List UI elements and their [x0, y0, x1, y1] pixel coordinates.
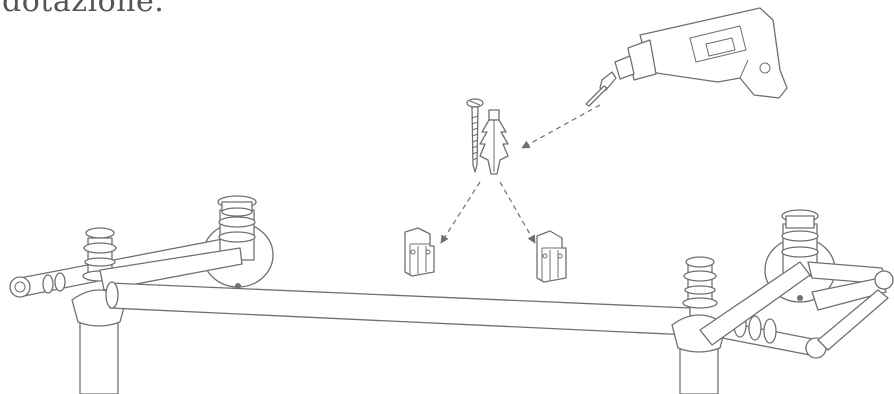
wall-plug-icon: [480, 110, 508, 174]
arrow-drill-to-plug: [522, 105, 600, 148]
wall-bracket-icon: [405, 228, 434, 276]
arrow-to-right-bracket: [500, 182, 535, 243]
screw-icon: [467, 99, 483, 172]
drill-icon: [586, 8, 787, 106]
wall-bracket-icon-right: [537, 231, 566, 282]
arrow-to-left-bracket: [441, 182, 480, 243]
towel-rail-icon: [10, 196, 893, 394]
